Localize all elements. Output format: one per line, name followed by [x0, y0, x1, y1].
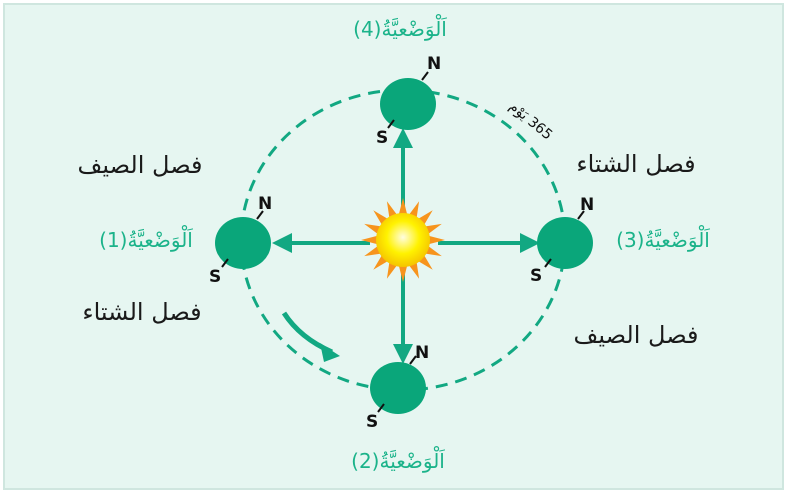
earth-position-1: N S: [209, 194, 272, 287]
north-pole-label: N: [580, 195, 594, 215]
earth-axis: [421, 71, 429, 81]
season-label-top-left: فصل الصيف: [78, 151, 203, 179]
earth-axis: [387, 119, 395, 129]
earth-axis: [377, 403, 385, 413]
orbit-direction-arrowhead: [320, 343, 340, 362]
earth-axis: [409, 355, 417, 365]
position-4-label: اَلْوَضْعيَّةُ(4): [353, 15, 447, 41]
earth-axis: [256, 210, 264, 220]
earth-icon: [370, 362, 426, 414]
sun-icon: [361, 198, 445, 282]
south-pole-label: S: [376, 128, 388, 148]
earth-axis: [544, 258, 552, 268]
earth-axis: [221, 258, 229, 268]
earth-icon: [537, 217, 593, 269]
north-pole-label: N: [427, 54, 441, 74]
earth-position-4: N S: [376, 54, 441, 148]
south-pole-label: S: [209, 267, 221, 287]
south-pole-label: S: [530, 266, 542, 286]
earth-icon: [380, 78, 436, 130]
position-2-label: اَلْوَضْعيَّةُ(2): [351, 447, 445, 473]
north-pole-label: N: [258, 194, 272, 214]
south-pole-label: S: [366, 412, 378, 432]
earth-axis: [577, 210, 585, 220]
north-pole-label: N: [415, 343, 429, 363]
season-label-bottom-left: فصل الشتاء: [82, 298, 201, 326]
earth-icon: [215, 217, 271, 269]
earth-position-3: N S: [530, 195, 594, 286]
position-1-label: اَلْوَضْعيَّةُ(1): [99, 226, 193, 252]
season-label-bottom-right: فصل الصيف: [574, 321, 699, 349]
earth-position-2: N S: [366, 343, 429, 432]
season-label-top-right: فصل الشتاء: [576, 150, 695, 178]
position-3-label: اَلْوَضْعيَّةُ(3): [616, 226, 710, 252]
